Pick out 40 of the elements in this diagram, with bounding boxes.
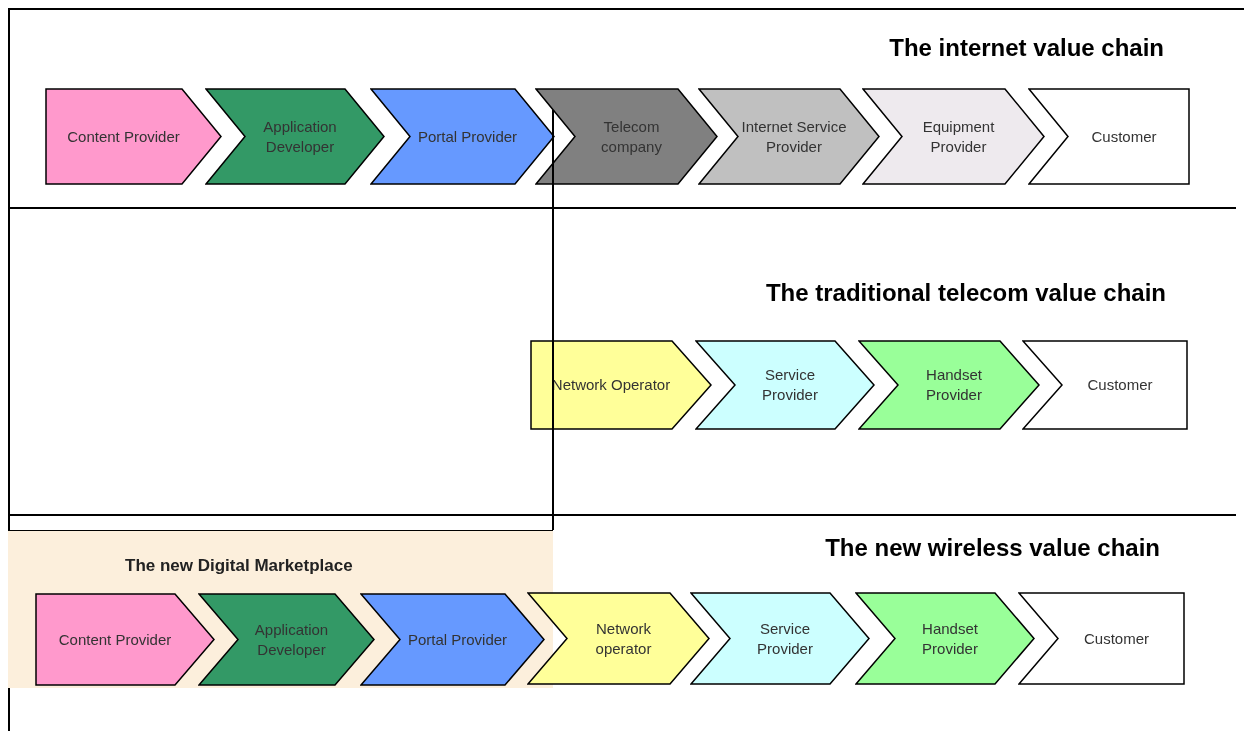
step-label: Service Provider xyxy=(756,618,814,659)
band-heading: The new Digital Marketplace xyxy=(125,555,353,577)
step-label: Handset Provider xyxy=(921,618,979,659)
chevron-step xyxy=(198,593,375,686)
step-label: Content Provider xyxy=(67,126,180,147)
chevron-step xyxy=(690,592,870,685)
chevron-step xyxy=(858,340,1040,430)
step-label: Internet Service Provider xyxy=(740,116,848,157)
chevron-step xyxy=(530,340,712,430)
chevron-step xyxy=(370,88,555,185)
step-label: Application Developer xyxy=(262,116,338,157)
chevron-step xyxy=(1022,340,1188,430)
step-label: Customer xyxy=(1091,126,1157,147)
chevron-step xyxy=(205,88,385,185)
chevron-step xyxy=(1018,592,1185,685)
step-label: Customer xyxy=(1087,375,1153,395)
step-label: Telecom company xyxy=(600,116,663,157)
step-label: Portal Provider xyxy=(417,126,518,147)
step-label: Handset Provider xyxy=(925,365,983,405)
step-label: Equipment Provider xyxy=(921,116,996,157)
section-title: The internet value chain xyxy=(889,33,1164,63)
section-title: The new wireless value chain xyxy=(825,533,1160,563)
step-label: Content Provider xyxy=(58,629,172,650)
chevron-step xyxy=(698,88,880,185)
step-label: Application Developer xyxy=(253,619,330,660)
chevron-step xyxy=(695,340,875,430)
section-title: The traditional telecom value chain xyxy=(765,278,1166,308)
chevron-step xyxy=(862,88,1045,185)
chevron-step xyxy=(855,592,1035,685)
chevron-step xyxy=(527,592,710,685)
step-label: Network operator xyxy=(594,618,653,659)
chevron-step xyxy=(45,88,222,185)
chevron-step xyxy=(360,593,545,686)
chevron-step xyxy=(35,593,215,686)
marketplace-band xyxy=(8,530,553,688)
chevron-step xyxy=(1028,88,1190,185)
step-label: Customer xyxy=(1084,628,1149,649)
step-label: Service Provider xyxy=(761,365,819,405)
step-label: Portal Provider xyxy=(407,629,508,650)
chevron-step xyxy=(535,88,718,185)
